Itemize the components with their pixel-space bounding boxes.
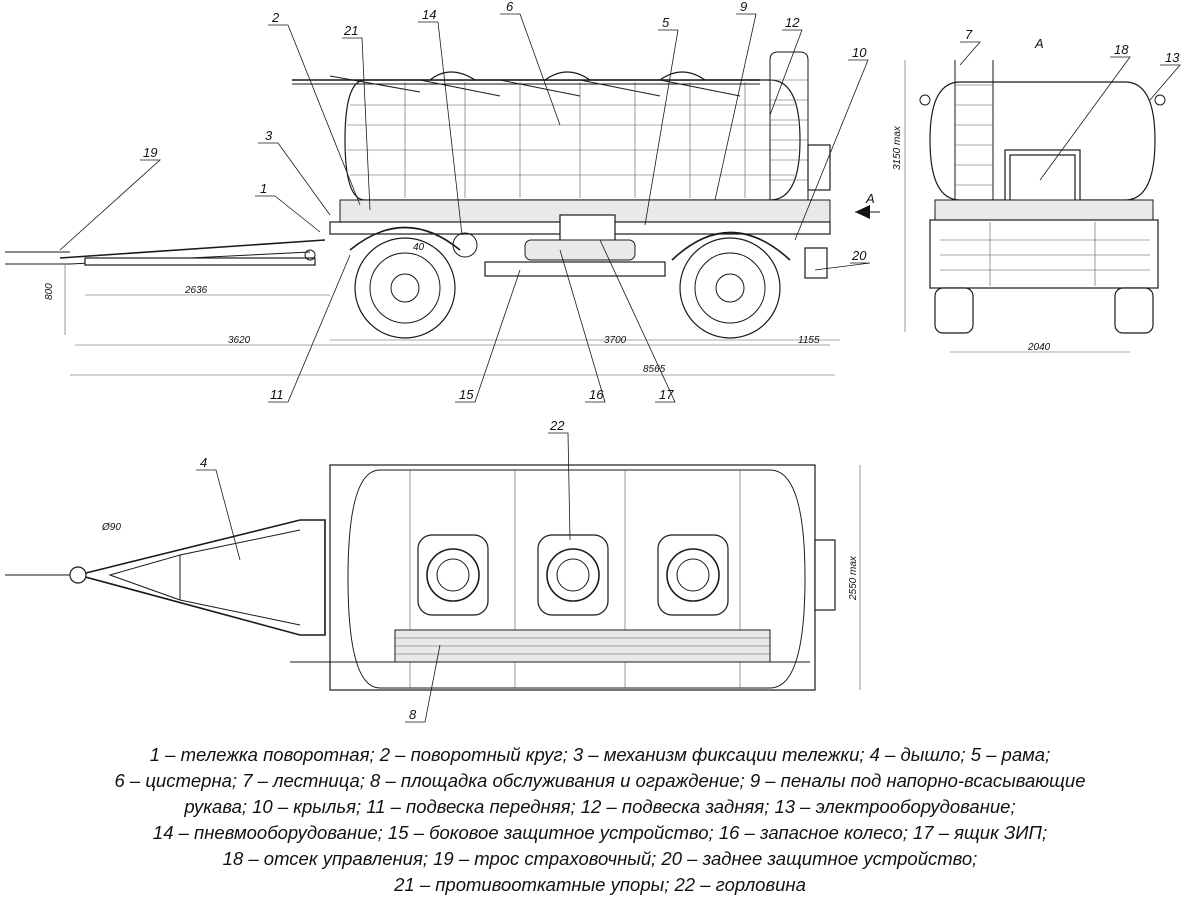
section-arrow: А [855, 191, 880, 219]
dim-2636: 2636 [184, 285, 208, 296]
callout-9: 9 [740, 0, 747, 14]
callout-4: 4 [200, 455, 207, 470]
callout-2: 2 [271, 10, 280, 25]
legend-line: 21 – противооткатные упоры; 22 – горлови… [394, 874, 806, 895]
legend-line: 1 – тележка поворотная; 2 – поворотный к… [149, 744, 1051, 765]
dim-3620: 3620 [228, 335, 251, 346]
legend-line: 18 – отсек управления; 19 – трос страхов… [222, 848, 978, 869]
callout-labels: 2 21 14 6 5 9 12 10 19 3 1 20 11 15 16 1… [143, 0, 1180, 722]
callout-16: 16 [589, 387, 604, 402]
top-view [5, 464, 836, 691]
parts-legend: 1 – тележка поворотная; 2 – поворотный к… [20, 742, 1180, 898]
dim-90: Ø90 [101, 522, 121, 533]
technical-drawing: 800 2636 3620 3700 1155 8565 3150 max 20… [5, 0, 1181, 723]
callout-7: 7 [965, 27, 973, 42]
callout-a-front: А [1034, 36, 1044, 51]
dim-3700: 3700 [604, 335, 627, 346]
callout-18: 18 [1114, 42, 1129, 57]
callout-17: 17 [659, 387, 674, 402]
callout-14: 14 [422, 7, 436, 22]
callout-21: 21 [343, 23, 358, 38]
dim-2040: 2040 [1027, 342, 1051, 353]
callout-10: 10 [852, 45, 867, 60]
legend-line: 6 – цистерна; 7 – лестница; 8 – площадка… [114, 770, 1086, 791]
callout-leaders [59, 13, 1181, 723]
callout-19: 19 [143, 145, 157, 160]
callout-8: 8 [409, 707, 417, 722]
dim-40: 40 [413, 242, 425, 253]
section-arrow-label: А [865, 191, 875, 206]
callout-1: 1 [260, 181, 267, 196]
callout-20: 20 [851, 248, 867, 263]
side-view [5, 51, 831, 339]
front-view [919, 60, 1166, 334]
callout-3: 3 [265, 128, 273, 143]
dim-2550: 2550 max [848, 555, 859, 601]
dim-1155: 1155 [798, 335, 820, 346]
callout-5: 5 [662, 15, 670, 30]
callout-13: 13 [1165, 50, 1180, 65]
dimension-lines [64, 60, 1130, 690]
dim-3150: 3150 max [892, 125, 903, 170]
callout-6: 6 [506, 0, 514, 14]
dim-8565: 8565 [643, 364, 666, 375]
callout-11: 11 [270, 387, 284, 402]
legend-line: рукава; 10 – крылья; 11 – подвеска перед… [184, 796, 1016, 817]
legend-line: 14 – пневмооборудование; 15 – боковое за… [152, 822, 1048, 843]
callout-22: 22 [549, 418, 565, 433]
dim-800: 800 [44, 283, 55, 300]
callout-12: 12 [785, 15, 800, 30]
callout-15: 15 [459, 387, 474, 402]
dimension-labels: 800 2636 3620 3700 1155 8565 3150 max 20… [44, 125, 1051, 601]
